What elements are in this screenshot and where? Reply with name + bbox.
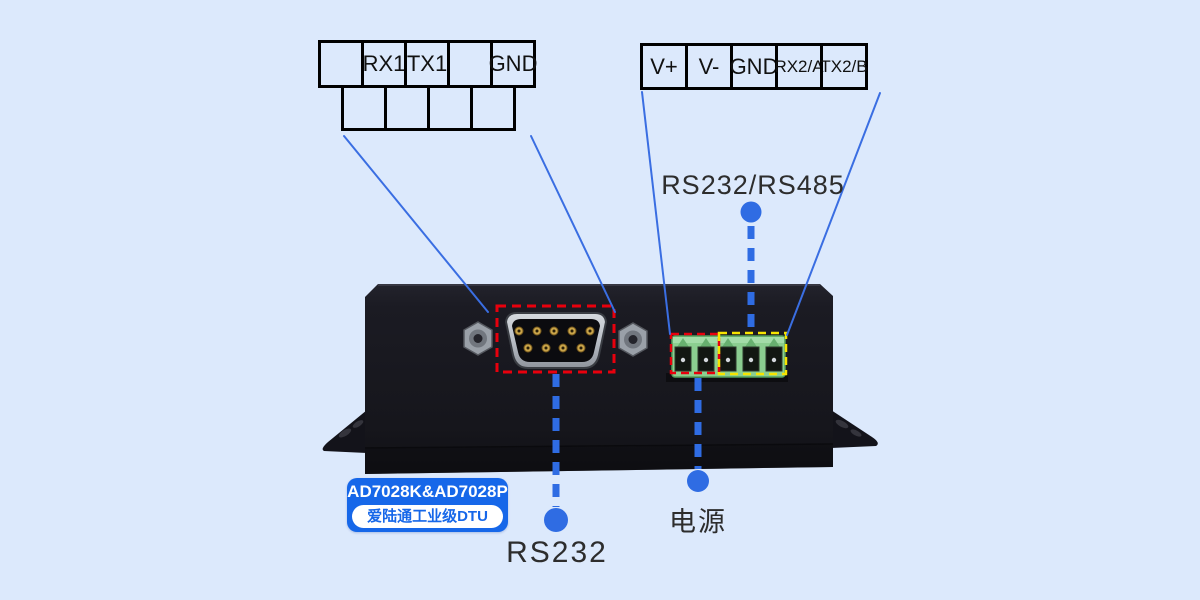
db9-pin-cell: GND [489, 40, 537, 88]
power-label: 电源 [669, 507, 727, 537]
mounting-ear-right [831, 410, 878, 448]
terminal-pin-cell: V- [685, 43, 733, 90]
terminal-block [666, 331, 788, 382]
terminal-slots [674, 338, 783, 372]
leader-line-db9-left [343, 135, 489, 313]
db9-standoff-right [618, 322, 648, 357]
terminal-pinout-table: V+ V- GND RX2/A TX2/B [640, 43, 868, 90]
terminal-pin-cell: TX2/B [820, 43, 868, 90]
annotation-dots [544, 201, 762, 532]
db9-pin-cell: TX1 [404, 40, 450, 88]
leader-line-terminal-right [786, 92, 881, 336]
leader-line-terminal-left [641, 91, 671, 335]
annotation-dot-power [687, 470, 709, 492]
model-badge: AD7028K&AD7028P 爱陆通工业级DTU [347, 478, 508, 532]
terminal-pin-cell: RX2/A [774, 43, 824, 90]
red-dashed-highlight-db9 [495, 304, 616, 374]
leader-line-db9-right [530, 135, 616, 313]
rs232-label: RS232 [506, 536, 608, 569]
leader-lines [343, 91, 881, 336]
db9-pin-cell [318, 40, 364, 88]
dashed-connector-lines [552, 226, 755, 507]
model-text: AD7028K&AD7028P [347, 482, 508, 501]
db9-pin-cell: RX1 [361, 40, 407, 88]
annotation-dot-rs232 [544, 508, 568, 532]
annotation-dot-serial [740, 201, 762, 223]
db9-connector [463, 304, 648, 374]
db9-pin-cell [427, 85, 473, 131]
terminal-pin-cell: V+ [640, 43, 688, 90]
db9-pin-cell [447, 40, 493, 88]
terminal-pin-cell: GND [730, 43, 778, 90]
db9-pins [514, 326, 595, 353]
yellow-dashed-highlight-serial [717, 331, 788, 376]
db9-pin-cell [341, 85, 387, 131]
db9-pin-cell [470, 85, 516, 131]
db9-standoff-left [463, 321, 493, 356]
mounting-ear-left [322, 410, 367, 453]
db9-pin-cell [384, 85, 430, 131]
serial-mode-label: RS232/RS485 [661, 170, 845, 200]
product-name-pill: 爱陆通工业级DTU [352, 505, 503, 528]
